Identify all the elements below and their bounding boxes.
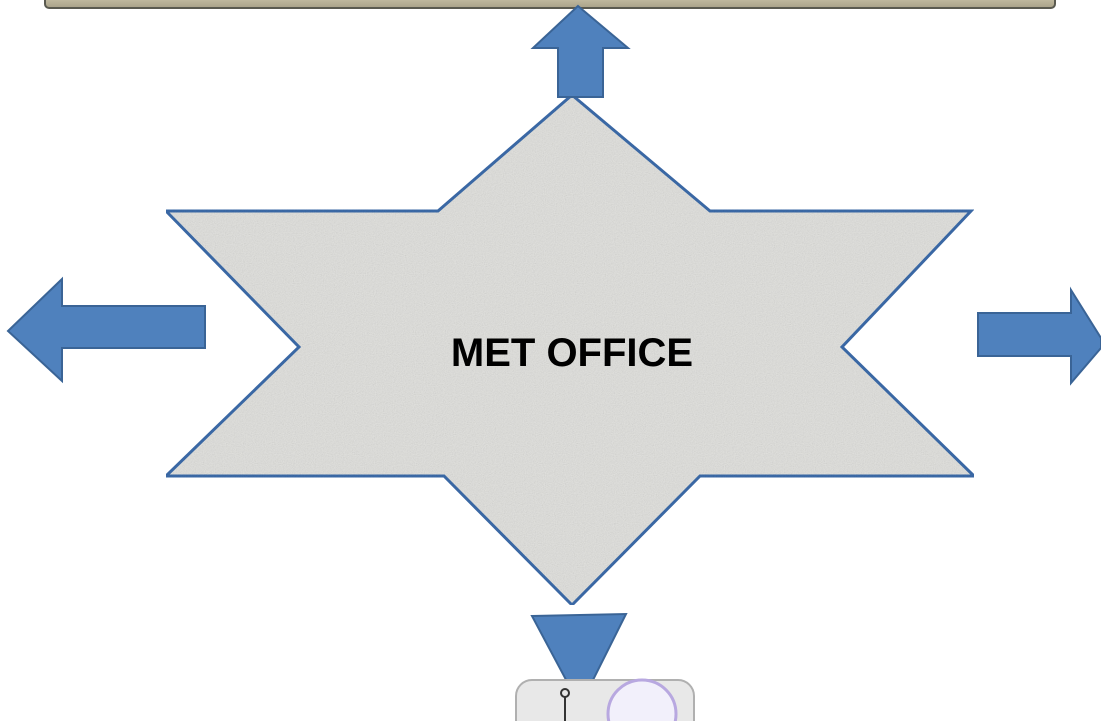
top-banner [44, 0, 1056, 9]
arrow-up-icon [530, 4, 631, 98]
bottom-circle-icon [606, 678, 678, 721]
arrow-down-icon [530, 612, 628, 709]
star-center-label: MET OFFICE [451, 331, 693, 375]
bottom-tile [515, 678, 695, 721]
arrow-left-icon [6, 276, 206, 384]
met-office-star [162, 93, 978, 608]
arrow-right-icon [977, 286, 1101, 386]
